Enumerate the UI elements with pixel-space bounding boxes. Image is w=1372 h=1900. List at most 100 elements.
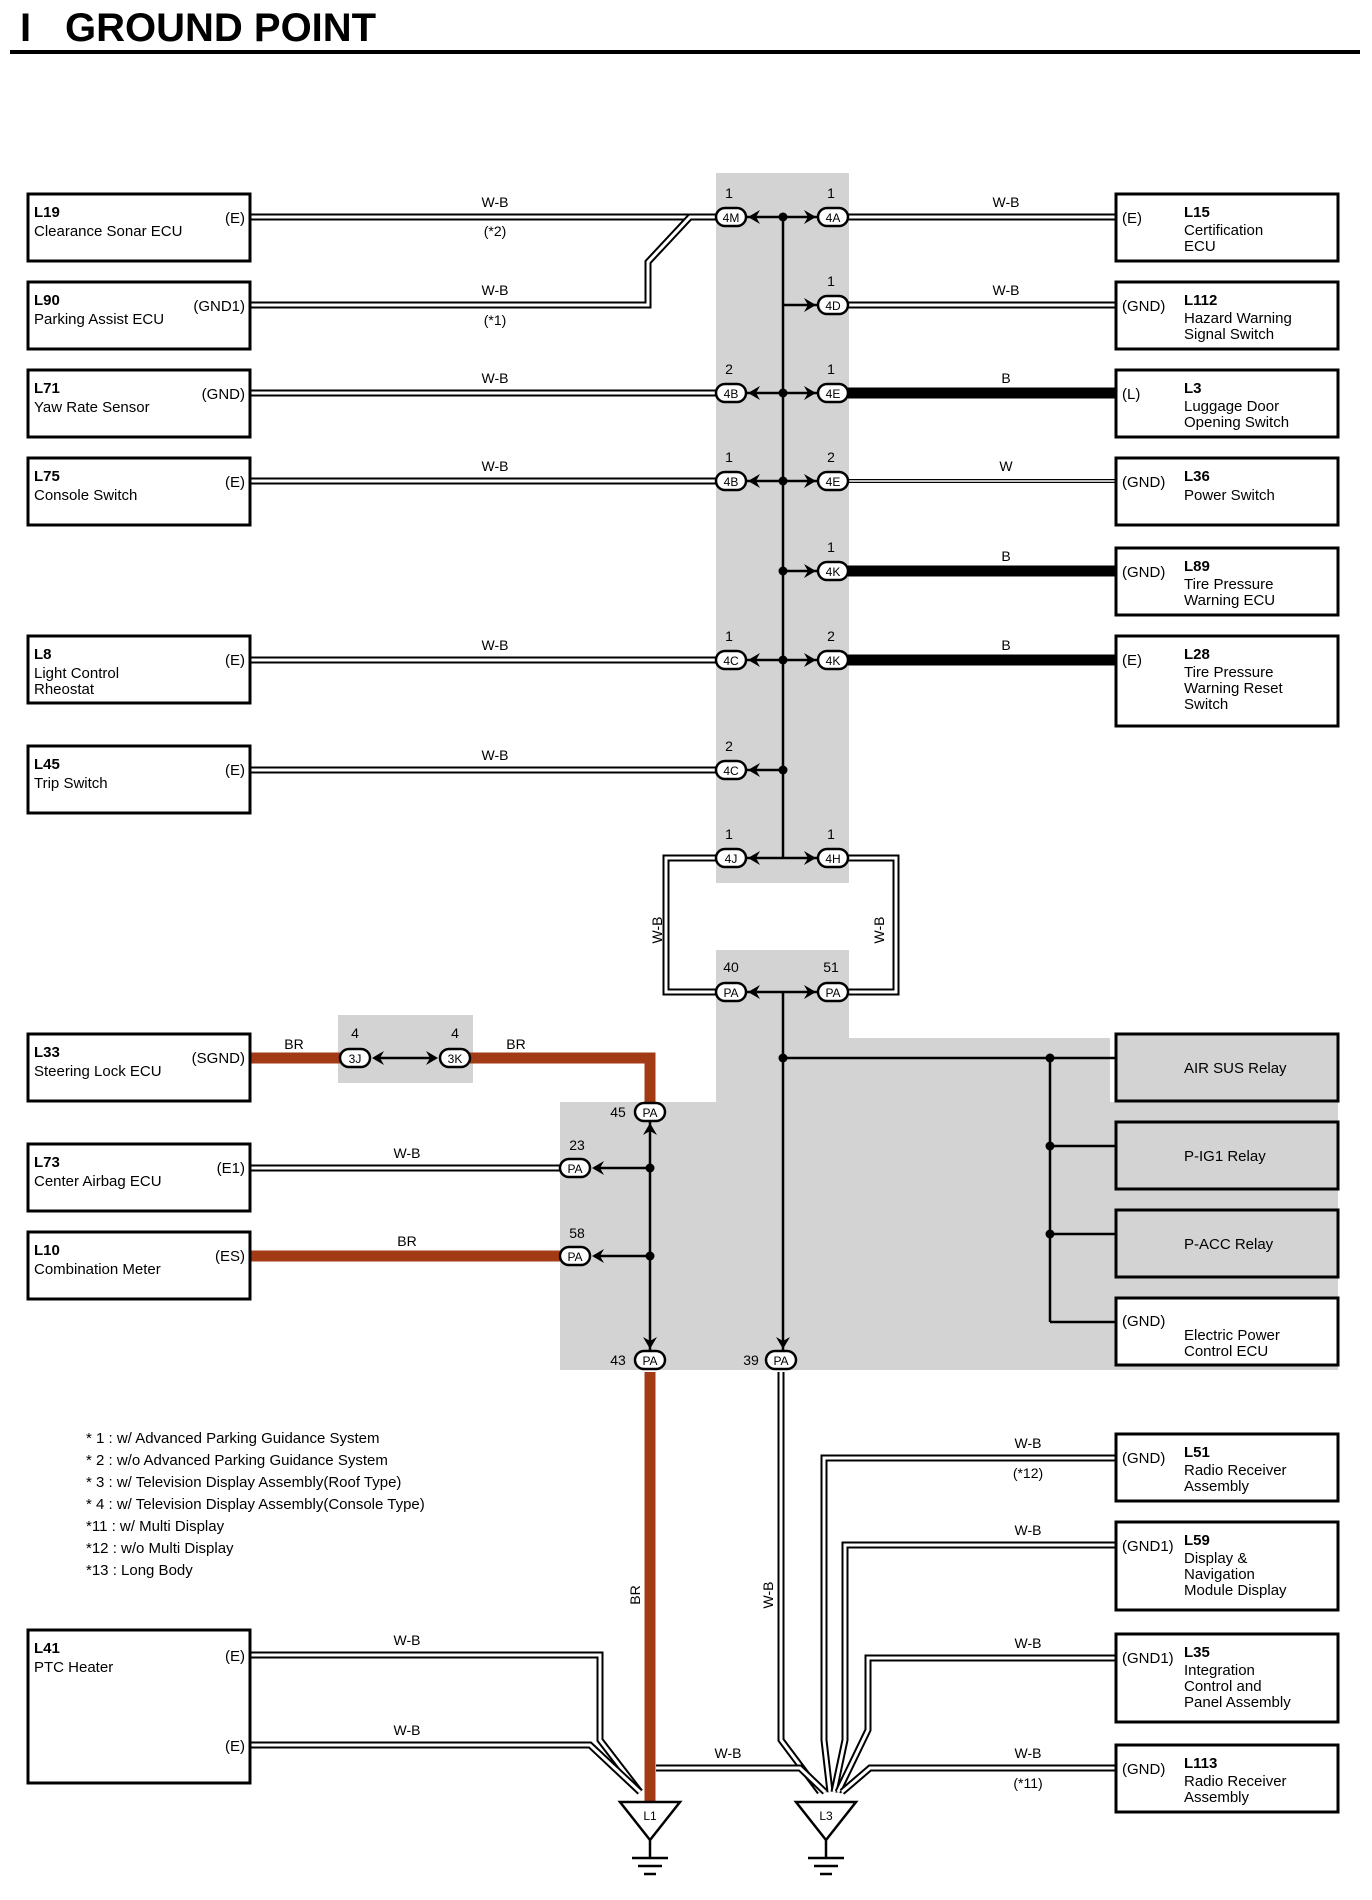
wire-label: W-B [394, 1722, 421, 1738]
component-code: L51 [1184, 1444, 1210, 1461]
legend-item: * 2 : w/o Advanced Parking Guidance Syst… [86, 1452, 388, 1469]
wire-label: W-B [482, 370, 509, 386]
connector-3J: 3J [338, 1047, 372, 1069]
component-name: Trip Switch [34, 775, 108, 792]
terminal-label: (L) [1122, 386, 1140, 403]
component-name: Console Switch [34, 487, 137, 504]
connector-PA-39: PA [764, 1349, 798, 1371]
connector-label: PA [642, 1354, 657, 1368]
relay-p-ig1: P-IG1 Relay [1114, 1120, 1340, 1191]
component-name: Display & [1184, 1550, 1247, 1567]
wire-l41-e1 [250, 1651, 643, 1795]
connector-label: 4E [826, 475, 841, 489]
wire-label: W-B [649, 917, 665, 944]
connector-4E-2: 4E [816, 470, 850, 492]
component-name: Electric Power [1184, 1327, 1280, 1344]
component-name: Warning Reset [1184, 680, 1283, 697]
wire-label: B [1001, 548, 1010, 564]
component-L89: (GND) L89 Tire Pressure Warning ECU [1114, 546, 1340, 617]
component-L113: (GND) L113 Radio Receiver Assembly [1114, 1743, 1340, 1814]
relay-air-sus: AIR SUS Relay [1114, 1032, 1340, 1103]
junction-block-PA [560, 950, 1110, 1370]
wire-label: W-B [1015, 1435, 1042, 1451]
terminal-label: (E) [225, 762, 245, 779]
connector-label: 3J [349, 1052, 362, 1066]
wire-loop-left [662, 854, 718, 996]
wire-label: W-B [482, 458, 509, 474]
legend-item: * 4 : w/ Television Display Assembly(Con… [86, 1496, 425, 1513]
component-name: Switch [1184, 696, 1228, 713]
pin-number: 2 [827, 628, 835, 644]
connector-label: PA [773, 1354, 788, 1368]
component-name: Warning ECU [1184, 592, 1275, 609]
wire-label: BR [506, 1036, 525, 1052]
wire-l51 [820, 1454, 1116, 1793]
wire-l35 [834, 1654, 1116, 1794]
component-name: PTC Heater [34, 1659, 113, 1676]
page-title: GROUND POINT [65, 6, 376, 50]
wire-label: W-B [1015, 1635, 1042, 1651]
page-header: I GROUND POINT [10, 6, 1360, 54]
wire-label: W-B [993, 282, 1020, 298]
component-name: Clearance Sonar ECU [34, 223, 182, 240]
wire-label: BR [397, 1233, 416, 1249]
component-name: Radio Receiver [1184, 1462, 1287, 1479]
pin-number: 1 [725, 628, 733, 644]
pin-number: 51 [823, 959, 839, 975]
wire-loop-right [848, 854, 900, 996]
relay-name: AIR SUS Relay [1184, 1060, 1287, 1077]
component-name: Tire Pressure [1184, 664, 1273, 681]
relay-name: P-IG1 Relay [1184, 1148, 1266, 1165]
component-code: L41 [34, 1640, 60, 1657]
connector-PA-58: PA [558, 1245, 592, 1267]
component-name: Navigation [1184, 1566, 1255, 1583]
pin-number: 4 [351, 1025, 359, 1041]
component-name: Rheostat [34, 681, 95, 698]
component-code: L10 [34, 1242, 60, 1259]
wire-note: (*11) [1013, 1775, 1042, 1791]
legend: * 1 : w/ Advanced Parking Guidance Syste… [86, 1430, 425, 1579]
component-name: Luggage Door [1184, 398, 1279, 415]
wires [250, 213, 1116, 1802]
component-L73: L73 Center Airbag ECU (E1) [26, 1142, 252, 1213]
connector-4K-2: 4K [816, 649, 850, 671]
relay-p-acc: P-ACC Relay [1114, 1208, 1340, 1279]
wire-label: W-B [1015, 1522, 1042, 1538]
terminal-label: (E) [225, 474, 245, 491]
wire-label: BR [284, 1036, 303, 1052]
connector-4C-1: 4C [714, 649, 748, 671]
component-name: Steering Lock ECU [34, 1063, 162, 1080]
connector-label: 4A [826, 211, 841, 225]
component-name: Yaw Rate Sensor [34, 399, 150, 416]
pin-number: 4 [451, 1025, 459, 1041]
connector-label: 4E [826, 387, 841, 401]
pin-numbers: 1 1 1 2 1 1 2 1 1 2 2 1 1 40 51 4 4 45 2… [351, 185, 839, 1368]
ground-label: L3 [819, 1809, 833, 1823]
connector-PA-23: PA [558, 1157, 592, 1179]
junction-dots [645, 212, 1055, 1261]
component-code: L3 [1184, 380, 1202, 397]
terminal-label: (GND) [1122, 564, 1165, 581]
wire-labels: W-B (*2) W-B (*1) W-B W-B W-B W-B W-B W-… [284, 194, 1043, 1791]
component-name: Control and [1184, 1678, 1262, 1695]
wire-label: W-B [482, 637, 509, 653]
connector-label: PA [825, 986, 840, 1000]
connector-4K-1: 4K [816, 560, 850, 582]
terminal-label: (E) [225, 1648, 245, 1665]
wire-label: W-B [715, 1745, 742, 1761]
component-name: Power Switch [1184, 487, 1275, 504]
terminal-label: (E) [1122, 652, 1142, 669]
connector-PA-43: PA [633, 1349, 667, 1371]
component-name: Panel Assembly [1184, 1694, 1291, 1711]
component-L19: L19 Clearance Sonar ECU (E) [26, 192, 252, 263]
component-name: Combination Meter [34, 1261, 161, 1278]
component-code: L73 [34, 1154, 60, 1171]
ground-l3: L3 [793, 1800, 859, 1876]
component-code: L113 [1184, 1755, 1217, 1772]
wire-l90 [250, 213, 718, 309]
component-code: L8 [34, 646, 52, 663]
component-L15: (E) L15 Certification ECU [1114, 192, 1340, 263]
ground-l1: L1 [617, 1800, 683, 1876]
pin-number: 1 [827, 826, 835, 842]
wire-label: W-B [1015, 1745, 1042, 1761]
